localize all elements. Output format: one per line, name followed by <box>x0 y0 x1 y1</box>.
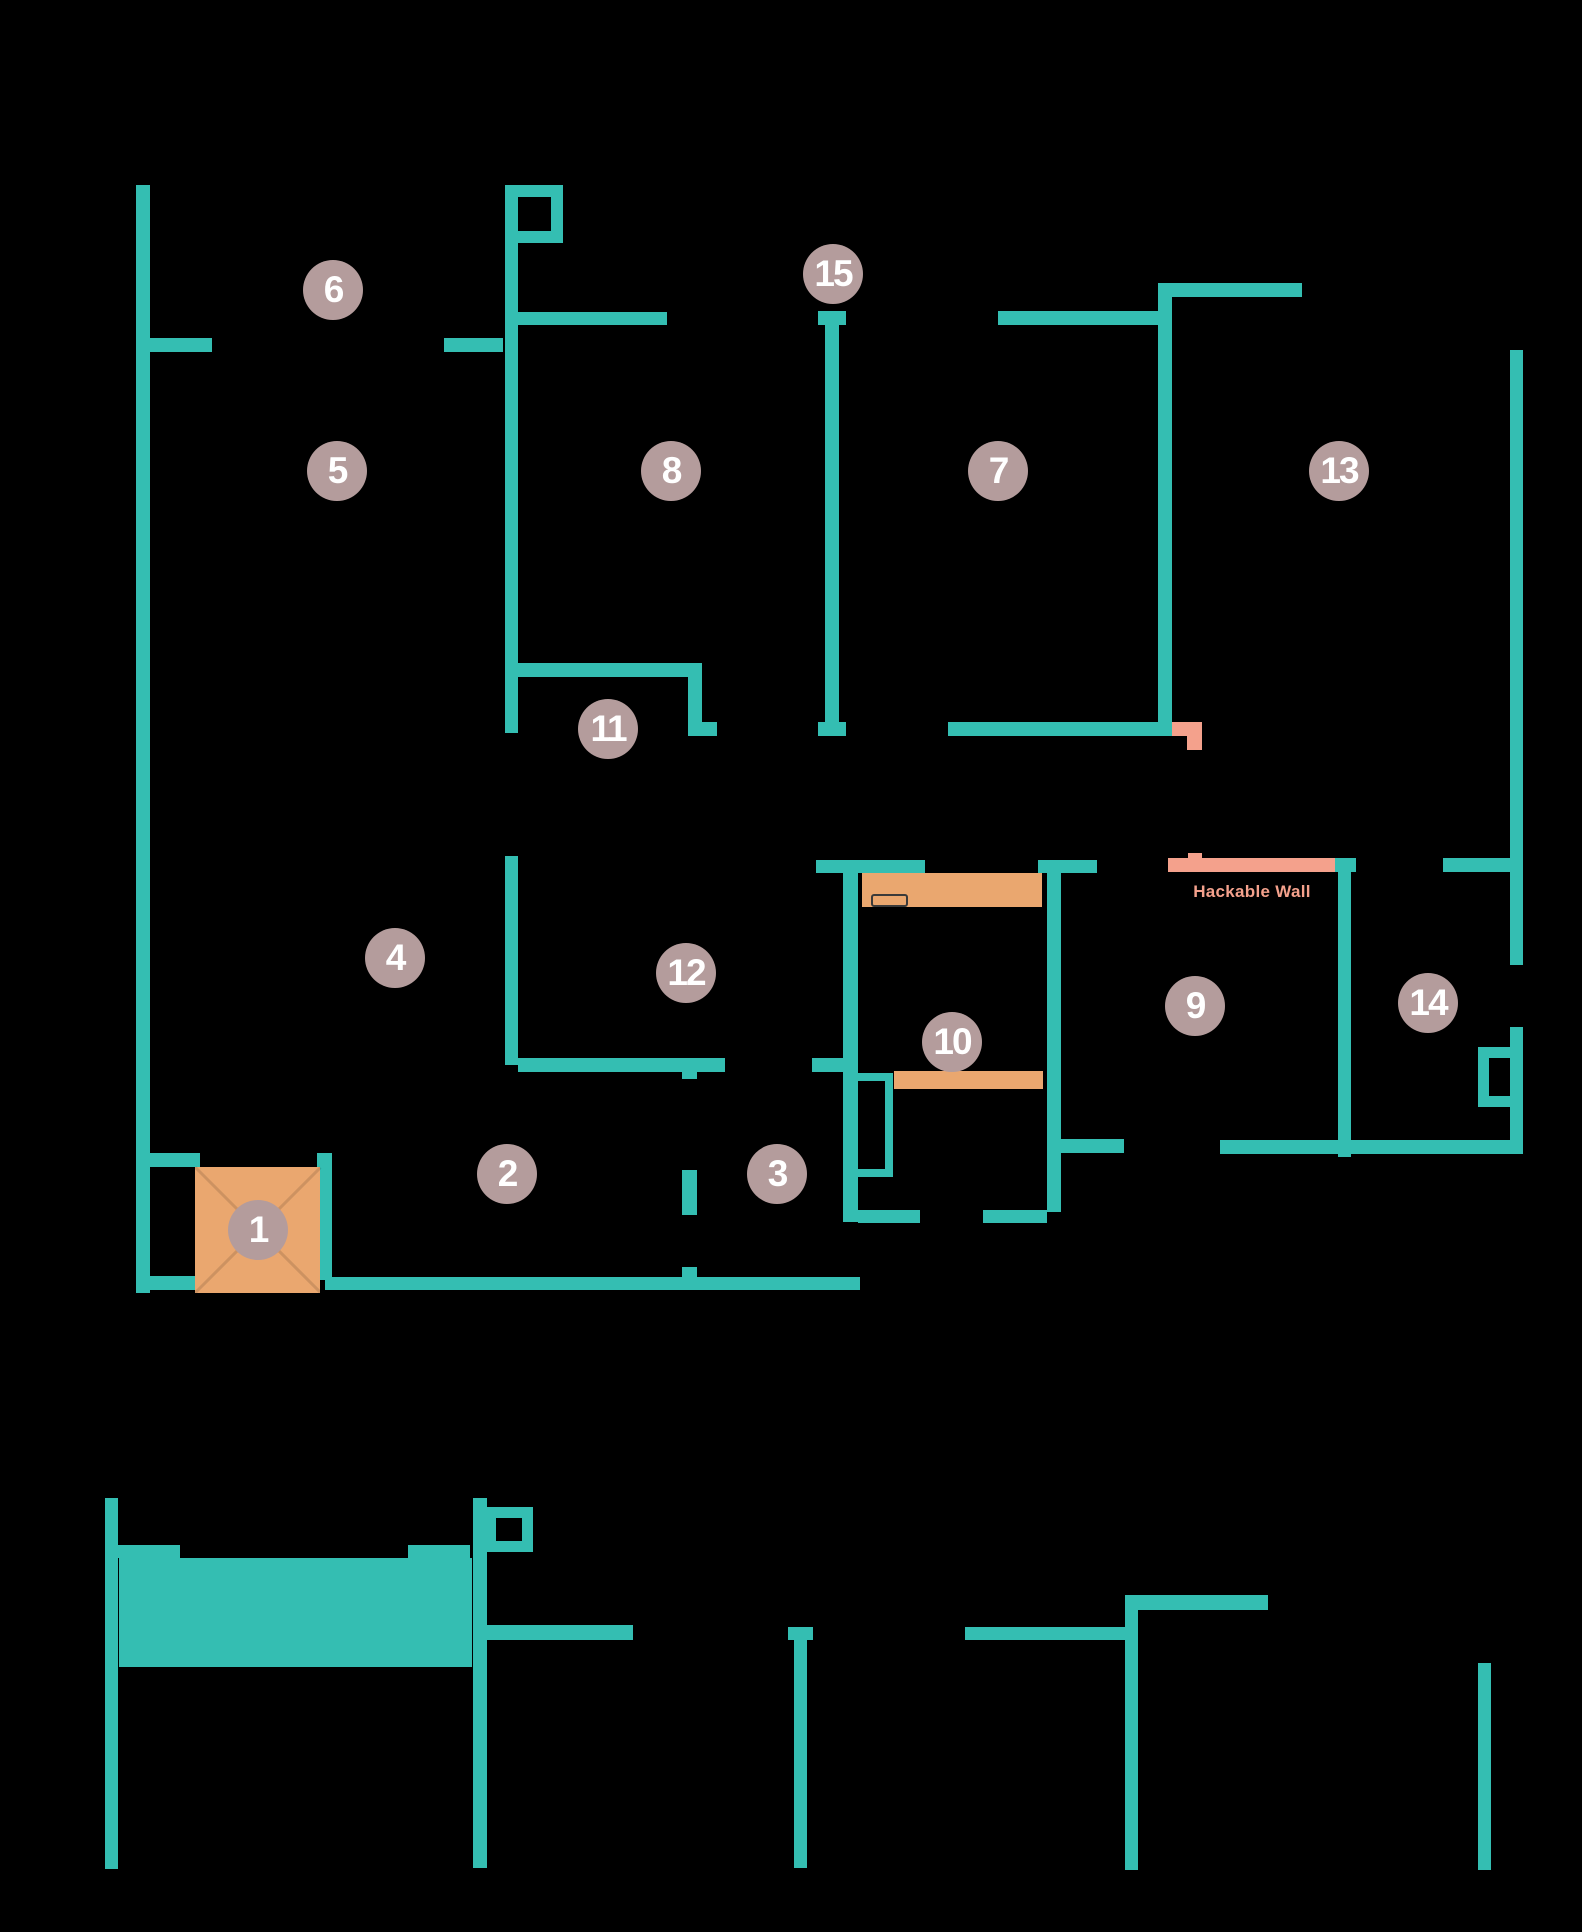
wall-segment <box>136 1276 200 1290</box>
wall-segment <box>688 722 717 736</box>
camera-marker-9: 9 <box>1165 976 1225 1036</box>
camera-marker-11: 11 <box>578 699 638 759</box>
wall-segment <box>408 1545 470 1558</box>
wall-segment <box>818 311 846 325</box>
wall-segment <box>1047 873 1061 1212</box>
camera-marker-8: 8 <box>641 441 701 501</box>
camera-marker-2: 2 <box>477 1144 537 1204</box>
wall-segment <box>518 312 667 325</box>
wall-segment <box>682 1072 697 1079</box>
left-outer-wall <box>136 185 150 1293</box>
camera-marker-15: 15 <box>803 244 863 304</box>
wall-segment <box>505 185 518 733</box>
wall-segment <box>816 860 925 873</box>
wall-segment <box>965 1627 1127 1640</box>
wall-segment <box>682 1267 697 1277</box>
wall-segment <box>150 1153 200 1167</box>
bottom-wall <box>325 1277 860 1290</box>
door-jamb <box>682 1170 697 1215</box>
right-outer-wall <box>1510 350 1523 965</box>
camera-marker-4: 4 <box>365 928 425 988</box>
hackable-wall <box>1188 853 1202 858</box>
lower-left-wall <box>105 1498 118 1869</box>
console-icon <box>871 894 908 907</box>
wall-segment <box>518 663 702 677</box>
wall-segment <box>1061 1139 1124 1153</box>
hackable-wall-label: Hackable Wall <box>1193 882 1311 901</box>
wall-segment <box>1443 858 1512 872</box>
soft-wall <box>862 873 1042 907</box>
wall-segment <box>317 1153 332 1280</box>
wall-segment <box>825 325 839 722</box>
wall-segment <box>998 311 1160 325</box>
wall-segment <box>484 1625 633 1640</box>
stairs-slab <box>119 1558 472 1667</box>
camera-marker-14: 14 <box>1398 973 1458 1033</box>
wall-segment <box>1338 872 1351 1157</box>
wall-segment <box>1038 860 1097 873</box>
wall-segment <box>1158 297 1172 722</box>
wall-segment <box>473 1498 487 1868</box>
camera-marker-12: 12 <box>656 943 716 1003</box>
door-recess <box>1478 1047 1523 1107</box>
door-recess <box>850 1073 893 1177</box>
wall-segment <box>118 1545 180 1558</box>
wall-segment <box>858 1210 920 1223</box>
wall-segment <box>948 722 1172 736</box>
wall-recess <box>485 1507 533 1552</box>
camera-marker-5: 5 <box>307 441 367 501</box>
wall-segment <box>688 677 702 722</box>
wall-segment <box>150 338 212 352</box>
wall-segment <box>983 1210 1047 1223</box>
camera-marker-10: 10 <box>922 1012 982 1072</box>
hackable-wall <box>1187 736 1202 750</box>
wall-segment <box>505 856 518 1065</box>
wall-segment <box>794 1640 807 1868</box>
wall-segment <box>818 722 846 736</box>
camera-marker-13: 13 <box>1309 441 1369 501</box>
wall-segment <box>1125 1610 1138 1870</box>
wall-segment <box>1478 1663 1491 1870</box>
wall-segment <box>788 1627 813 1640</box>
camera-marker-1: 1 <box>228 1200 288 1260</box>
wall-segment <box>1335 858 1356 872</box>
wall-segment <box>444 338 503 352</box>
camera-marker-7: 7 <box>968 441 1028 501</box>
camera-marker-3: 3 <box>747 1144 807 1204</box>
wall-recess <box>505 185 563 243</box>
wall-segment <box>518 1058 725 1072</box>
hackable-wall <box>1172 722 1202 736</box>
camera-marker-6: 6 <box>303 260 363 320</box>
wall-segment <box>1220 1140 1523 1154</box>
wall-segment <box>812 1058 843 1072</box>
soft-wall <box>894 1071 1043 1089</box>
wall-segment <box>1125 1595 1268 1610</box>
wall-segment <box>1158 283 1302 297</box>
hackable-wall <box>1168 858 1335 872</box>
